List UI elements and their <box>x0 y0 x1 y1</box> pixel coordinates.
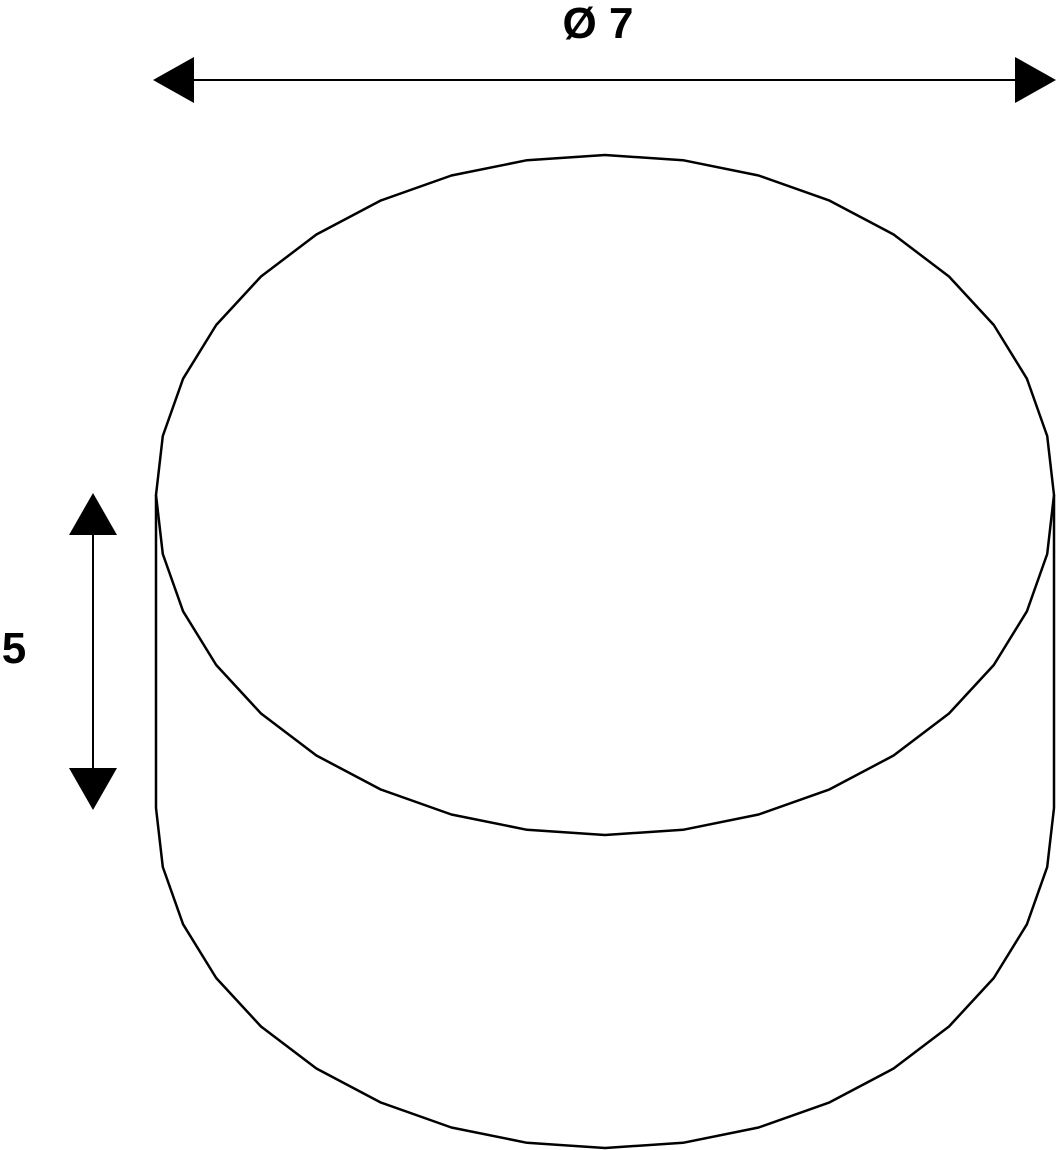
height-arrow-up <box>69 493 117 535</box>
diameter-arrow-left <box>153 57 194 103</box>
height-label: 5 <box>2 624 26 673</box>
cylinder-top-face <box>154 153 1056 837</box>
cylinder-shape <box>154 153 1056 1150</box>
cylinder-side-outline <box>154 495 1056 1150</box>
diameter-arrow-right <box>1015 57 1056 103</box>
diameter-label: Ø 7 <box>563 0 634 48</box>
height-dimension: 5 <box>2 493 117 810</box>
diameter-dimension: Ø 7 <box>153 0 1056 103</box>
height-arrow-down <box>69 768 117 810</box>
